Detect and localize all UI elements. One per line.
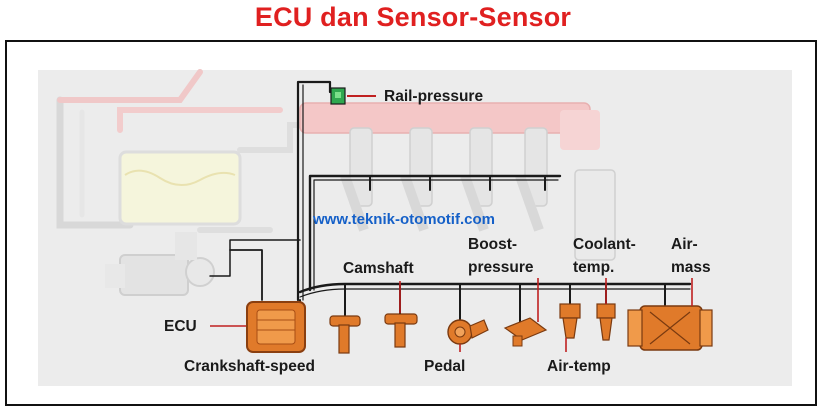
camshaft-sensor bbox=[384, 281, 418, 348]
label-air-mass-line2: mass bbox=[671, 259, 711, 276]
wiring-harness bbox=[209, 80, 692, 326]
label-pedal: Pedal bbox=[424, 358, 465, 375]
fuel-lines bbox=[56, 69, 313, 233]
air-temp-sensor bbox=[559, 303, 581, 352]
air-mass-sensor bbox=[627, 278, 713, 351]
fuel-tank bbox=[118, 150, 242, 226]
injectors bbox=[340, 127, 616, 261]
label-coolant-line1: Coolant- bbox=[573, 236, 636, 253]
label-ecu: ECU bbox=[164, 318, 197, 335]
label-boost-line1: Boost- bbox=[468, 236, 517, 253]
ecu-unit bbox=[210, 301, 306, 353]
label-boost-line2: pressure bbox=[468, 259, 534, 276]
label-rail-pressure: Rail-pressure bbox=[384, 88, 483, 105]
label-crankshaft-speed: Crankshaft-speed bbox=[184, 358, 315, 375]
rail-pressure-sensor bbox=[330, 87, 376, 105]
crankshaft-speed-sensor bbox=[329, 315, 361, 354]
label-camshaft: Camshaft bbox=[343, 260, 414, 277]
label-air-mass-line1: Air- bbox=[671, 236, 698, 253]
common-rail bbox=[299, 102, 600, 150]
page-title: ECU dan Sensor-Sensor bbox=[254, 2, 572, 32]
label-coolant-line2: temp. bbox=[573, 259, 614, 276]
fuel-pump bbox=[105, 232, 215, 296]
watermark-text: www.teknik-otomotif.com bbox=[312, 211, 495, 228]
label-air-temp: Air-temp bbox=[547, 358, 611, 375]
coolant-temp-sensor bbox=[596, 278, 616, 341]
pedal-sensor bbox=[447, 319, 489, 352]
boost-pressure-sensor bbox=[503, 278, 548, 347]
